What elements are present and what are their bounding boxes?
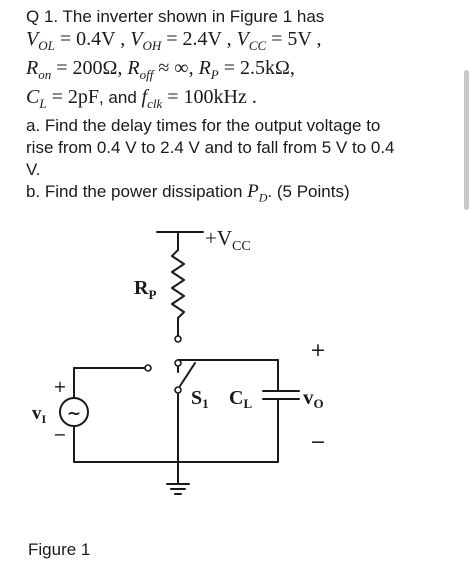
node-rp-bottom [174, 335, 182, 343]
vi-plus: + [53, 377, 66, 396]
params-line-1: VOL = 0.4V , VOH = 2.4V , VCC = 5V , [26, 28, 322, 53]
s1-label: S1 [191, 387, 209, 411]
params-line-3: CL = 2pF, and fclk = 100kHz . [26, 86, 257, 111]
cl-label: CL [229, 387, 252, 411]
rp-label: RP [134, 277, 156, 302]
ac-source-circle [59, 397, 89, 427]
vo-label: vO [303, 385, 324, 411]
node-input-top [144, 364, 152, 372]
node-output [174, 359, 182, 367]
part-a-line-2: rise from 0.4 V to 2.4 V and to fall fro… [26, 138, 395, 157]
vo-minus: − [310, 431, 326, 453]
s1-blade [179, 362, 196, 387]
params-line-2: Ron = 200Ω, Roff ≈ ∞, RP = 2.5kΩ, [26, 57, 295, 82]
vcc-label: +VCC [205, 226, 251, 254]
question-heading: Q 1. The inverter shown in Figure 1 has [26, 7, 325, 26]
node-switch-bottom [174, 386, 182, 394]
part-b-line: b. Find the power dissipation PD. (5 Poi… [26, 181, 350, 205]
scrollbar[interactable] [464, 70, 469, 210]
ac-source-symbol: ~ [67, 404, 81, 424]
vo-plus: + [310, 339, 326, 361]
part-a-line-1: a. Find the delay times for the output v… [26, 116, 381, 135]
vi-minus: − [53, 425, 66, 444]
part-a-line-3: V. [26, 160, 41, 179]
figure-caption: Figure 1 [28, 540, 91, 559]
rp-resistor [171, 249, 185, 319]
question-text: Q 1. The inverter shown in Figure 1 has … [26, 6, 458, 208]
vi-label: vI [32, 403, 47, 426]
